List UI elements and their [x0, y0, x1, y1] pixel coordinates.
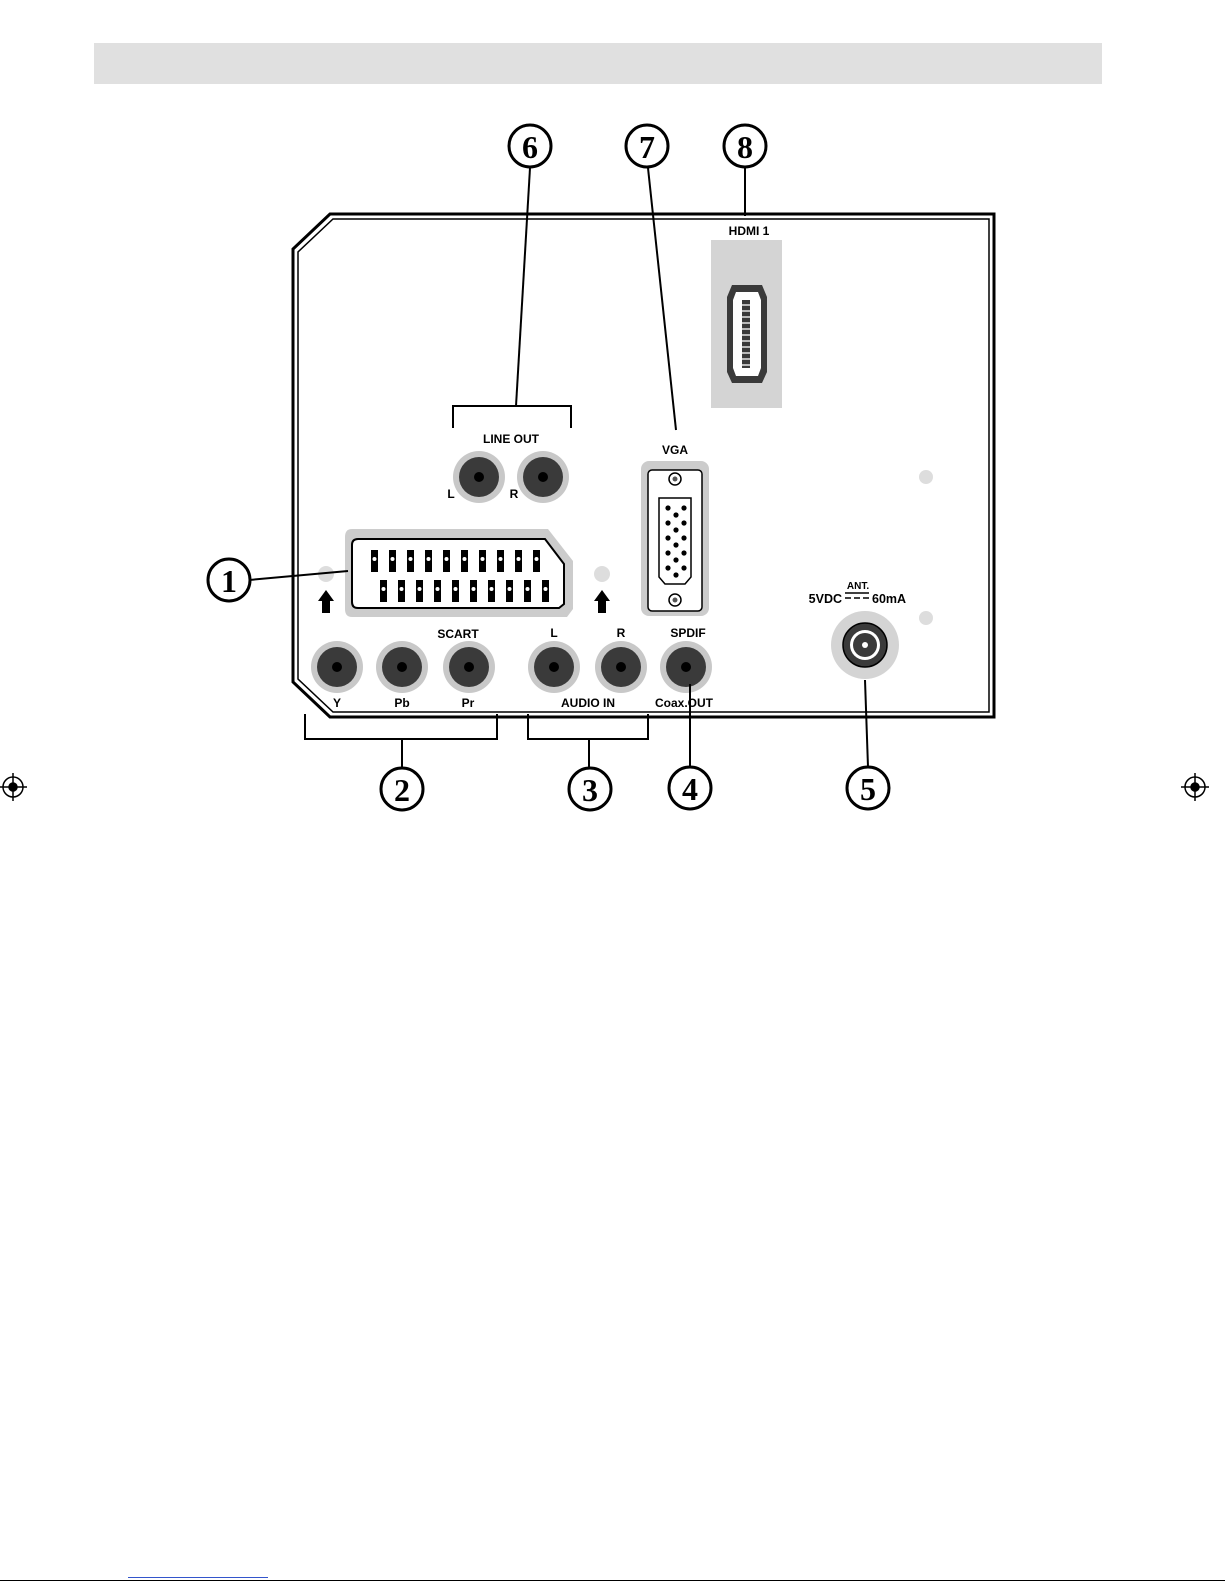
line-out-label: LINE OUT — [483, 432, 540, 446]
scart-port[interactable] — [345, 529, 573, 617]
hdmi-label: HDMI 1 — [729, 224, 770, 238]
footer-link-underline — [128, 1577, 268, 1578]
ant-label: ANT. — [847, 581, 869, 592]
y-label: Y — [333, 696, 341, 710]
line-out-r-label: R — [510, 487, 519, 501]
screw-hole-top-right — [919, 470, 933, 484]
callout-8: 8 — [724, 125, 766, 167]
coax-out-label: Coax.OUT — [655, 696, 714, 710]
line-out-r-jack[interactable] — [517, 451, 569, 503]
line-out-l-jack[interactable] — [453, 451, 505, 503]
audio-in-label: AUDIO IN — [561, 696, 615, 710]
callout-1: 1 — [208, 559, 250, 601]
callout-1-number: 1 — [221, 563, 237, 599]
component-pr-jack[interactable] — [443, 641, 495, 693]
callout-3: 3 — [569, 768, 611, 810]
callout-7-number: 7 — [639, 129, 655, 165]
callout-5-number: 5 — [860, 771, 876, 807]
scart-label: SCART — [437, 627, 479, 641]
power-right-label: 60mA — [872, 592, 906, 606]
callout-4: 4 — [669, 767, 711, 809]
spdif-coax-jack[interactable] — [660, 641, 712, 693]
dc-symbol-icon — [845, 593, 869, 598]
callout-7: 7 — [626, 125, 668, 167]
callout-6: 6 — [509, 125, 551, 167]
up-arrow-icon — [318, 590, 334, 613]
footer-rule — [0, 1580, 1225, 1581]
crosshair-registration-icon — [1181, 773, 1209, 801]
component-pb-jack[interactable] — [376, 641, 428, 693]
pr-label: Pr — [462, 696, 475, 710]
screw-hole-right — [594, 566, 610, 582]
callout-8-number: 8 — [737, 129, 753, 165]
audio-in-r-jack[interactable] — [595, 641, 647, 693]
component-y-jack[interactable] — [311, 641, 363, 693]
callout-5: 5 — [847, 767, 889, 809]
hdmi-port[interactable] — [711, 240, 782, 408]
antenna-port[interactable] — [831, 611, 899, 679]
crosshair-registration-icon — [0, 773, 27, 801]
vga-label: VGA — [662, 443, 688, 457]
up-arrow-icon — [594, 590, 610, 613]
pb-label: Pb — [394, 696, 409, 710]
screw-hole-mid-right — [919, 611, 933, 625]
audio-in-l-jack[interactable] — [528, 641, 580, 693]
callout-2-number: 2 — [394, 772, 410, 808]
callout-2: 2 — [381, 768, 423, 810]
power-left-label: 5VDC — [809, 592, 842, 606]
callout-6-number: 6 — [522, 129, 538, 165]
audio-in-l-label: L — [550, 626, 557, 640]
spdif-label: SPDIF — [670, 626, 705, 640]
audio-in-r-label: R — [617, 626, 626, 640]
vga-port[interactable] — [641, 461, 709, 616]
line-out-l-label: L — [447, 487, 454, 501]
line-out-bracket — [453, 406, 571, 428]
callout-3-number: 3 — [582, 772, 598, 808]
callout-4-number: 4 — [682, 771, 698, 807]
